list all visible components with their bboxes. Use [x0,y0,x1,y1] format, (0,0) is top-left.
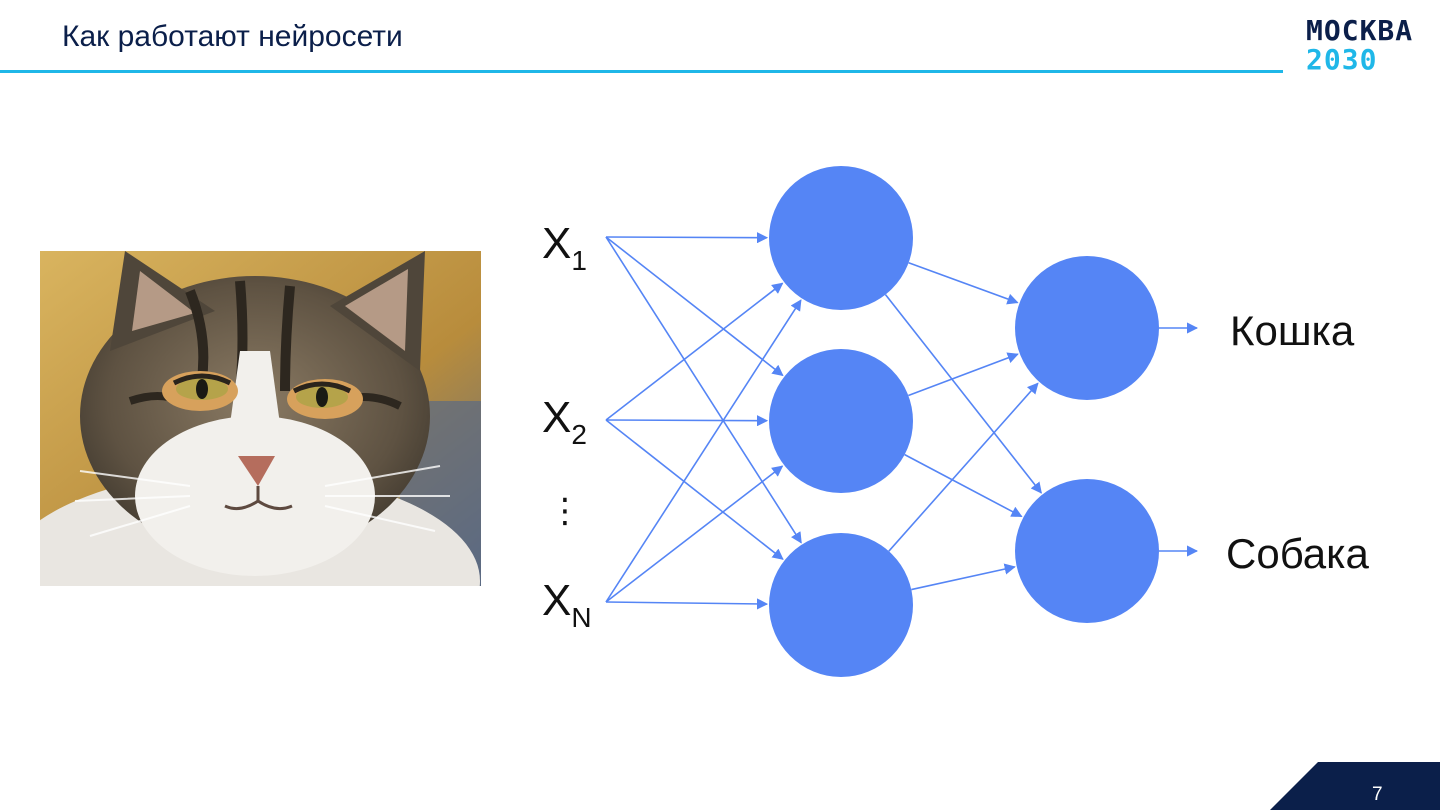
edge-input-2-hidden-3 [605,419,784,560]
edge-input-3-hidden-3 [605,598,769,610]
moskva-2030-logo: МОСКВА 2030 [1306,16,1418,80]
input-xn-base: X [542,576,571,625]
edge-input-1-hidden-3 [605,236,802,544]
output-label-cat: Кошка [1230,307,1355,354]
edge-input-3-hidden-1 [605,299,802,603]
edge-hidden-1-output-2 [884,294,1042,494]
edge-input-3-hidden-2 [605,465,784,603]
edge-input-2-hidden-1 [605,282,784,421]
edge-input-2-hidden-2 [605,415,769,427]
title-underline [0,70,1283,73]
input-label-xn: XN [542,576,592,633]
edge-hidden-1-output-1 [908,261,1019,305]
input-xn-sub: N [571,602,591,633]
edge-hidden-2-output-1 [908,352,1019,397]
hidden-node-1 [769,166,913,310]
page-number: 7 [1372,784,1383,805]
logo-year: 2030 [1306,43,1378,76]
edge-hidden-2-output-2 [904,453,1023,518]
logo-word: МОСКВА [1306,14,1414,47]
network-edges [605,232,1199,610]
output-label-dog: Собака [1226,530,1369,577]
page-corner-shape [1270,762,1440,810]
input-x1-sub: 1 [571,245,587,276]
input-x2-base: X [542,393,571,442]
input-ellipsis: ⋮ [548,492,582,530]
network-nodes [769,166,1159,677]
output-node-2 [1015,479,1159,623]
edge-input-1-hidden-2 [605,236,784,377]
input-x2-sub: 2 [571,419,587,450]
output-node-1 [1015,256,1159,400]
cat-photo [40,251,481,586]
edge-input-1-hidden-1 [605,232,769,244]
edge-hidden-3-output-2 [911,563,1016,591]
input-label-x2: X2 [542,393,587,450]
neural-network-diagram: X1 X2 ⋮ XN Кошка Собака [542,166,1369,677]
slide-title: Как работают нейросети [62,20,403,53]
cat-illustration [40,251,481,586]
edge-hidden-3-output-1 [888,382,1039,552]
hidden-node-3 [769,533,913,677]
input-label-x1: X1 [542,219,587,276]
hidden-node-2 [769,349,913,493]
input-x1-base: X [542,219,571,268]
